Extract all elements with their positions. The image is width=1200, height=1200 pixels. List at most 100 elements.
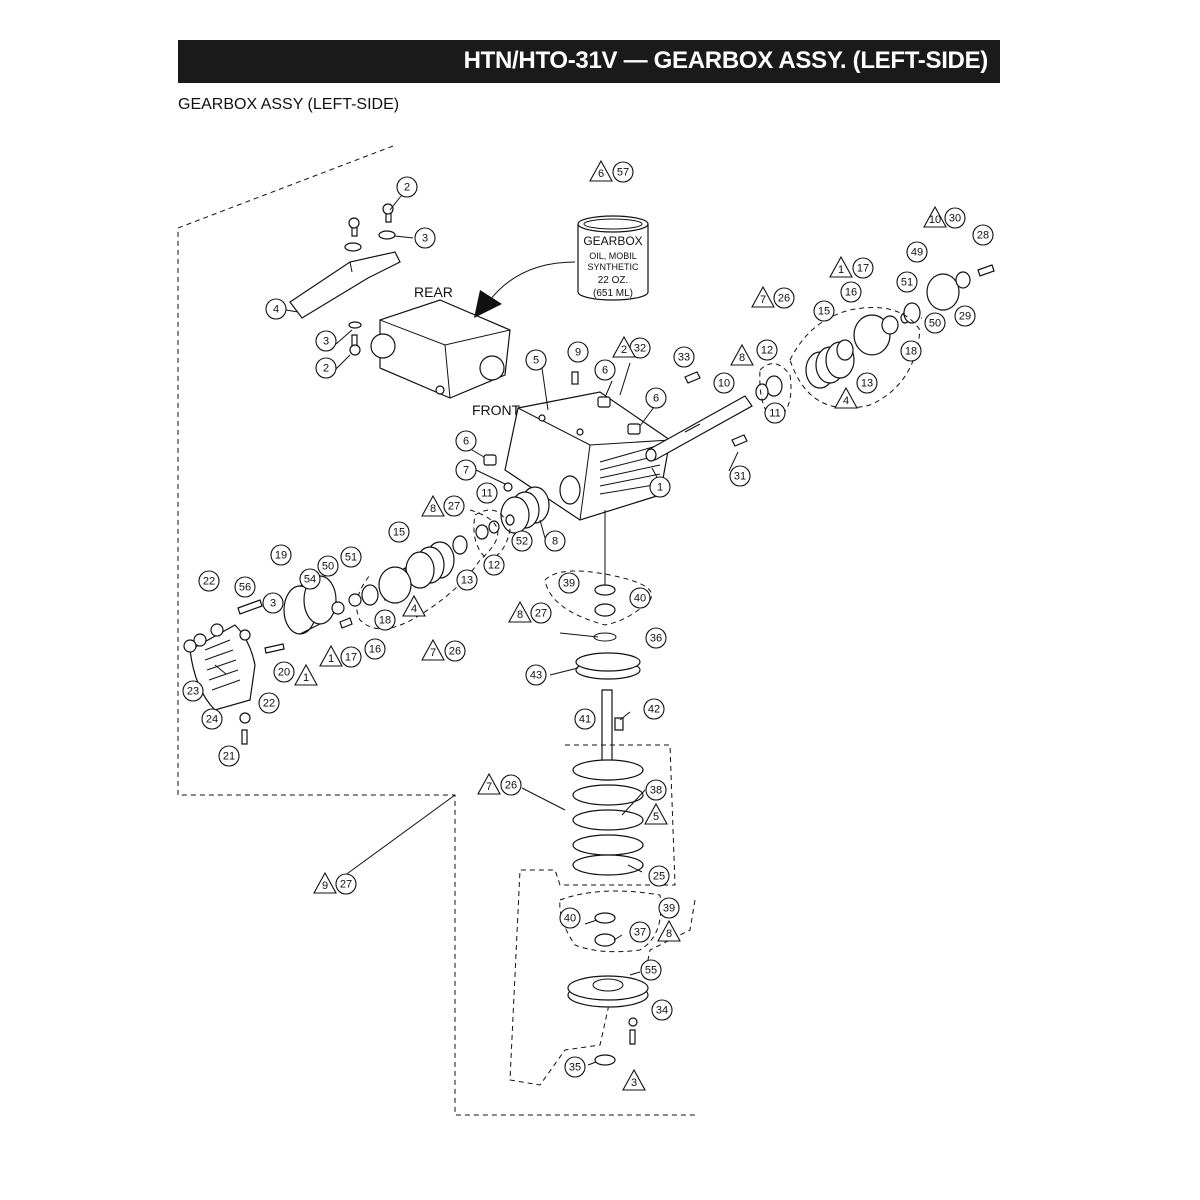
callout-12: 12 bbox=[756, 339, 778, 361]
callout-27: 27 bbox=[443, 495, 465, 517]
callout-25: 25 bbox=[648, 865, 670, 887]
side-guard bbox=[189, 624, 256, 711]
group-27-mid-boundary bbox=[559, 890, 662, 953]
callout-29: 29 bbox=[954, 305, 976, 327]
can-line2: OIL, MOBIL bbox=[589, 251, 637, 261]
callout-18: 18 bbox=[900, 340, 922, 362]
callout-57: 57 bbox=[612, 161, 634, 183]
callout-27: 27 bbox=[530, 602, 552, 624]
callout-32: 32 bbox=[629, 337, 651, 359]
callout-38: 38 bbox=[645, 779, 667, 801]
note-triangle-1: 1 bbox=[319, 644, 343, 667]
svg-text:13: 13 bbox=[861, 378, 873, 390]
callout-12: 12 bbox=[483, 554, 505, 576]
callout-49: 49 bbox=[906, 241, 928, 263]
callout-11: 11 bbox=[476, 482, 498, 504]
svg-text:37: 37 bbox=[634, 927, 646, 939]
callout-22: 22 bbox=[258, 692, 280, 714]
svg-text:11: 11 bbox=[481, 488, 492, 500]
note-triangle-7: 7 bbox=[421, 638, 445, 661]
front-label: FRONT bbox=[472, 402, 521, 418]
callout-43: 43 bbox=[525, 664, 547, 686]
svg-text:51: 51 bbox=[901, 277, 913, 289]
svg-text:36: 36 bbox=[650, 633, 662, 645]
callout-balloons: 2343257302849171651155029182612131011339… bbox=[182, 161, 994, 1078]
callout-26: 26 bbox=[500, 774, 522, 796]
callout-35: 35 bbox=[564, 1056, 586, 1078]
callout-39: 39 bbox=[558, 572, 580, 594]
note-triangle-7: 7 bbox=[477, 772, 501, 795]
svg-text:1: 1 bbox=[303, 672, 309, 684]
svg-text:25: 25 bbox=[653, 871, 665, 883]
rear-cover bbox=[289, 203, 401, 356]
svg-text:38: 38 bbox=[650, 785, 662, 797]
callout-2: 2 bbox=[396, 176, 418, 198]
svg-text:22: 22 bbox=[203, 576, 215, 588]
can-line5: (651 ML) bbox=[593, 288, 633, 299]
bottom-housing bbox=[567, 975, 649, 1066]
callout-30: 30 bbox=[944, 207, 966, 229]
oil-fill-arrow bbox=[474, 261, 576, 318]
group-27-left-boundary bbox=[473, 509, 511, 561]
note-triangle-8: 8 bbox=[730, 343, 754, 366]
svg-text:22: 22 bbox=[263, 698, 275, 710]
svg-text:6: 6 bbox=[598, 168, 604, 180]
callout-1: 1 bbox=[649, 476, 671, 498]
svg-text:39: 39 bbox=[563, 578, 575, 590]
svg-text:7: 7 bbox=[463, 465, 469, 477]
lower-spring bbox=[572, 759, 644, 876]
note-triangle-8: 8 bbox=[421, 494, 445, 517]
svg-text:11: 11 bbox=[769, 408, 780, 420]
svg-text:42: 42 bbox=[648, 704, 660, 716]
callout-51: 51 bbox=[340, 546, 362, 568]
callout-5: 5 bbox=[525, 349, 547, 371]
svg-text:18: 18 bbox=[905, 346, 917, 358]
svg-text:57: 57 bbox=[617, 167, 629, 179]
svg-text:20: 20 bbox=[278, 667, 290, 679]
callout-24: 24 bbox=[201, 708, 223, 730]
svg-text:12: 12 bbox=[488, 560, 500, 572]
callout-51: 51 bbox=[896, 271, 918, 293]
callout-26: 26 bbox=[444, 640, 466, 662]
svg-text:6: 6 bbox=[653, 393, 659, 405]
svg-text:12: 12 bbox=[761, 345, 773, 357]
note-triangle-8: 8 bbox=[657, 919, 681, 942]
svg-text:30: 30 bbox=[949, 213, 961, 225]
output-shaft-right bbox=[645, 371, 753, 462]
svg-text:8: 8 bbox=[430, 503, 436, 515]
svg-text:3: 3 bbox=[631, 1077, 637, 1089]
callout-39: 39 bbox=[658, 897, 680, 919]
svg-text:15: 15 bbox=[393, 527, 405, 539]
svg-text:29: 29 bbox=[959, 311, 971, 323]
svg-text:50: 50 bbox=[322, 561, 334, 573]
note-triangle-2: 2 bbox=[612, 335, 636, 358]
svg-text:8: 8 bbox=[739, 352, 745, 364]
callout-3: 3 bbox=[262, 592, 284, 614]
callout-16: 16 bbox=[364, 638, 386, 660]
svg-text:26: 26 bbox=[778, 293, 790, 305]
note-triangle-9: 9 bbox=[313, 871, 337, 894]
svg-text:35: 35 bbox=[569, 1062, 581, 1074]
callout-34: 34 bbox=[651, 999, 673, 1021]
svg-text:6: 6 bbox=[602, 365, 608, 377]
left-small-hardware bbox=[183, 584, 379, 745]
svg-text:4: 4 bbox=[411, 603, 417, 615]
callout-31: 31 bbox=[729, 465, 751, 487]
callout-4: 4 bbox=[265, 298, 287, 320]
svg-text:23: 23 bbox=[187, 686, 199, 698]
callout-23: 23 bbox=[182, 680, 204, 702]
svg-text:26: 26 bbox=[505, 780, 517, 792]
svg-text:18: 18 bbox=[379, 615, 391, 627]
callout-50: 50 bbox=[317, 555, 339, 577]
note-triangle-4: 4 bbox=[402, 594, 426, 617]
callout-41: 41 bbox=[574, 708, 596, 730]
fittings bbox=[483, 371, 641, 492]
svg-text:7: 7 bbox=[430, 647, 436, 659]
group-26-left-boundary bbox=[356, 509, 499, 630]
callout-6: 6 bbox=[594, 359, 616, 381]
svg-text:3: 3 bbox=[422, 233, 428, 245]
note-triangle-4: 4 bbox=[834, 386, 858, 409]
callout-56: 56 bbox=[234, 576, 256, 598]
